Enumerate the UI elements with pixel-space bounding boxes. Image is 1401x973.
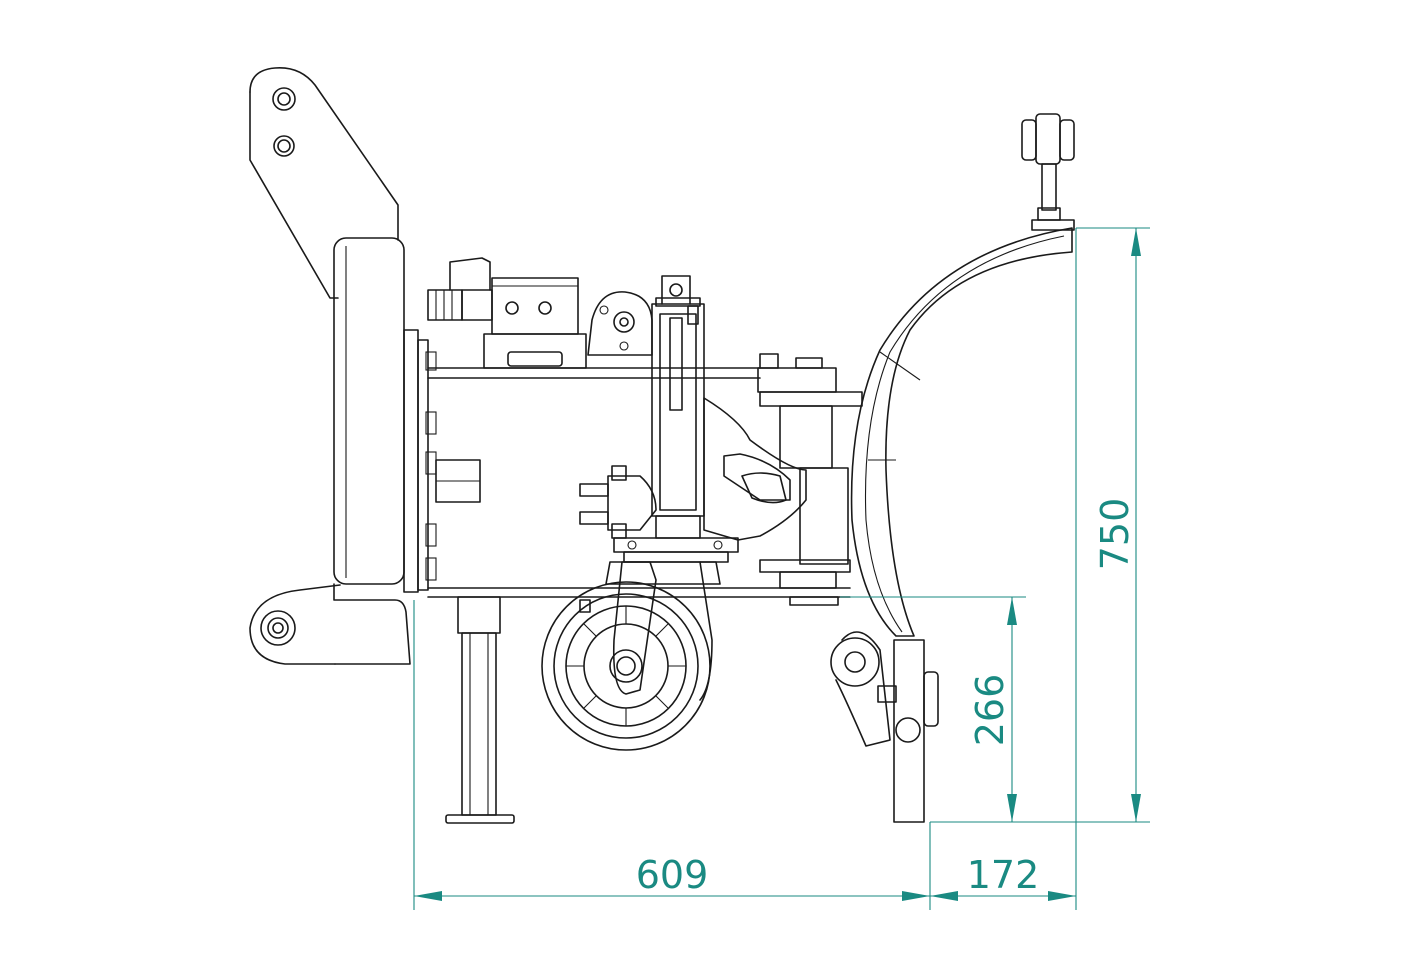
castor-wheel <box>541 561 721 751</box>
dimension-label-266: 266 <box>968 674 1012 747</box>
mounting-bracket <box>249 67 399 665</box>
mounting-frame <box>333 237 481 665</box>
hydraulic-valve <box>427 257 653 369</box>
swivel-cylinder <box>579 275 739 563</box>
support-stand <box>445 596 515 824</box>
dimension-label-750: 750 <box>1093 498 1137 571</box>
plough-blade <box>830 113 1075 823</box>
dimension-label-172: 172 <box>967 853 1040 897</box>
dimension-lines: 609 172 750 266 <box>413 227 1150 910</box>
swing-arm <box>703 353 863 606</box>
dimension-label-609: 609 <box>636 853 709 897</box>
